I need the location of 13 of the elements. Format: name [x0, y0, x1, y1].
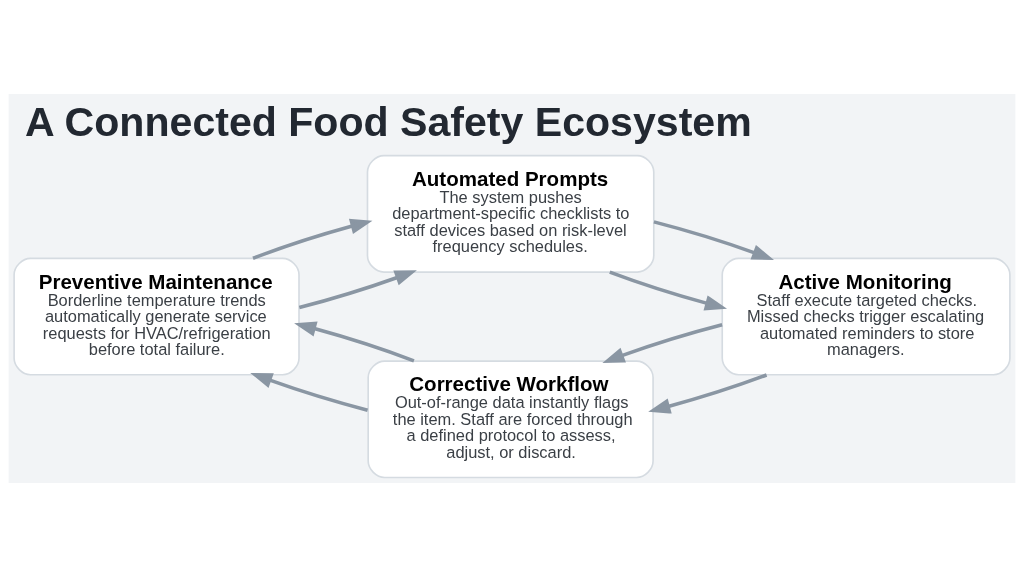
node-box: Automated Prompts The system pushes department-specific checklists to staff devices based on risk-level frequency schedules. — [366, 154, 655, 273]
node-box: Preventive Maintenance Borderline temperature trends automatically generate service requests for HVAC/refrigeration before total failure. — [13, 257, 300, 376]
arrow — [294, 320, 415, 363]
diagram-title: A Connected Food Safety Ecosystem — [25, 98, 752, 145]
arrow — [252, 218, 373, 260]
arrow — [298, 269, 417, 309]
node-box: Corrective Workflow Out-of-range data instantly flags the item. Staff are forced through a defined protocol to assess, adjust, or discard. — [367, 359, 654, 478]
node-box: Active Monitoring Staff execute targeted checks. Missed checks trigger escalating automated reminders to store managers. — [721, 257, 1011, 376]
arrow — [653, 219, 775, 260]
arrow — [648, 372, 768, 414]
arrow — [602, 322, 723, 363]
arrow — [609, 269, 727, 310]
arrow — [250, 372, 369, 412]
